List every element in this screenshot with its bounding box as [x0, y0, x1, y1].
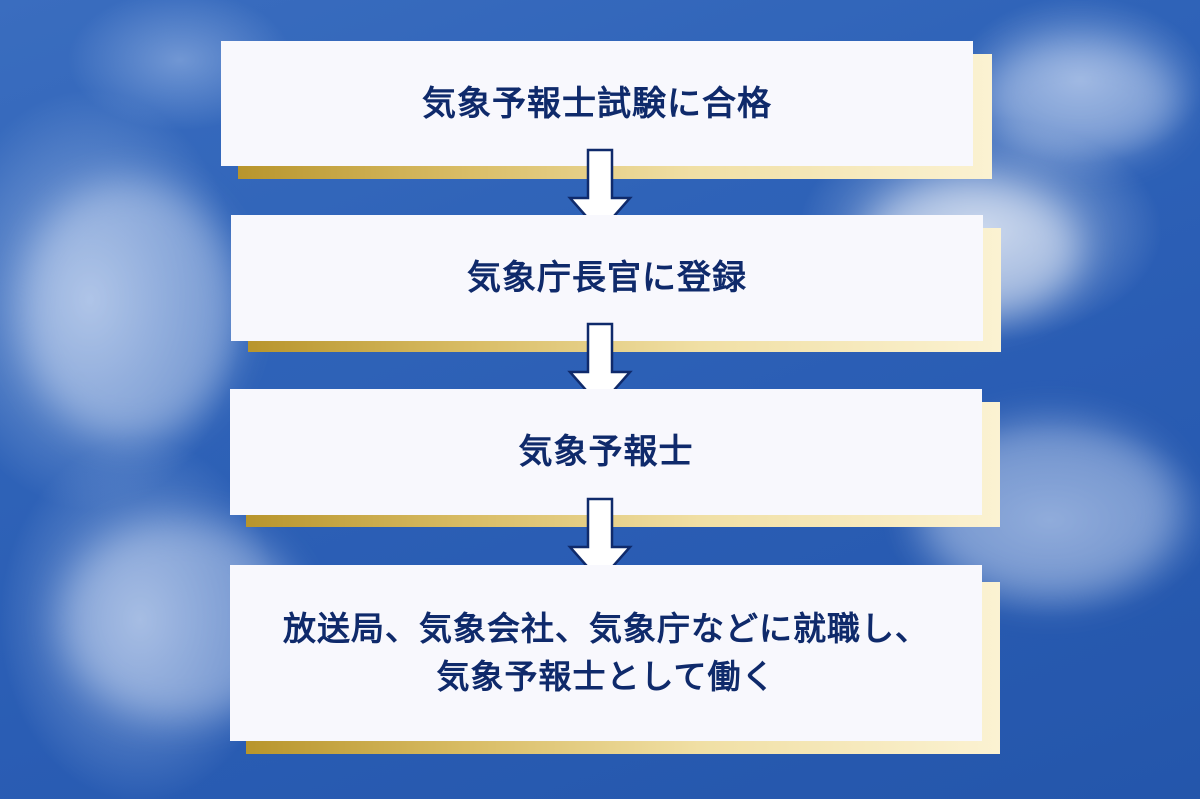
cloud [980, 40, 1180, 160]
step-label-line-1: 放送局、気象会社、気象庁などに就職し、 [283, 609, 929, 648]
step-label: 気象庁長官に登録 [467, 258, 747, 298]
down-arrow-icon [567, 497, 633, 583]
cloud [20, 180, 240, 440]
step-box: 気象庁長官に登録 [231, 215, 983, 341]
step-label: 気象予報士 [518, 432, 694, 472]
step-box: 気象予報士試験に合格 [221, 41, 973, 166]
step-box: 気象予報士 [230, 389, 982, 515]
step-label-line-2: 気象予報士として働く [436, 657, 776, 696]
step-box: 放送局、気象会社、気象庁などに就職し、 気象予報士として働く [230, 565, 982, 741]
step-label: 気象予報士試験に合格 [422, 83, 772, 124]
